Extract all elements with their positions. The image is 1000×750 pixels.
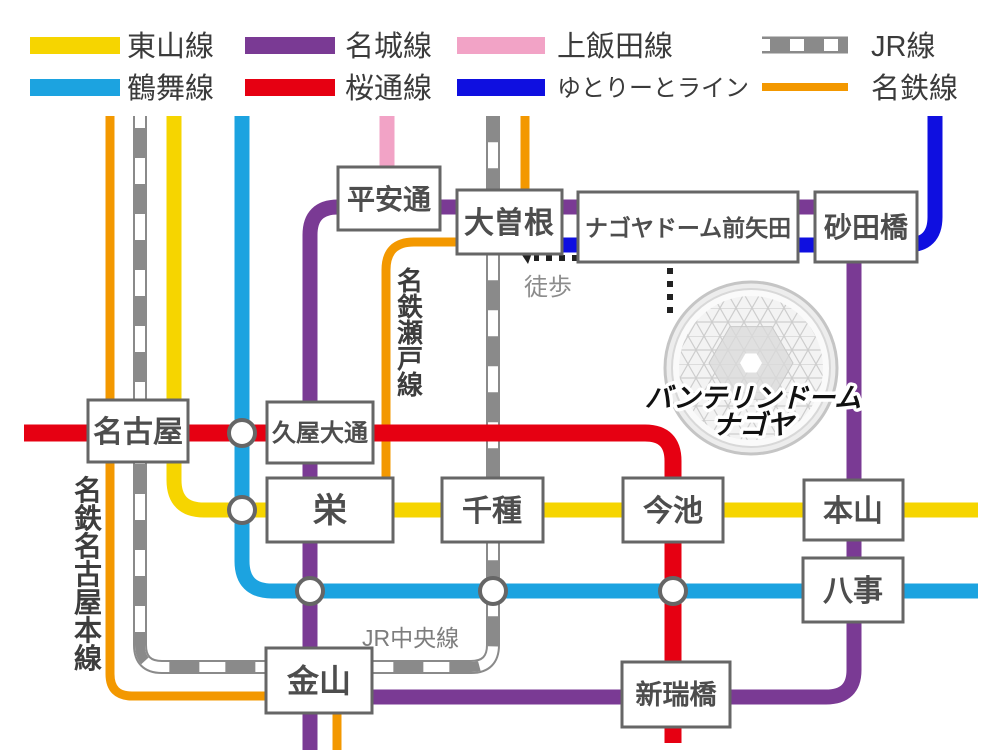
meitetsu-nagoya-honsen-label: 名鉄名古屋本線	[74, 475, 102, 674]
station-box	[455, 188, 564, 256]
station-motoyama: 本山	[802, 478, 905, 542]
station-label: 今池	[643, 494, 703, 528]
station-label: 金山	[286, 663, 351, 699]
legend-swatch-sakuradori	[245, 79, 335, 96]
tsurumai-line-path	[234, 116, 978, 599]
dome-hexagon-center	[740, 353, 762, 373]
dome-label-line1: バンテリンドーム	[645, 383, 862, 413]
transfer-circle-tsurumai	[478, 576, 508, 606]
transfer-circle-gokiso	[658, 576, 688, 606]
legend-swatch-tsurumai	[30, 79, 120, 96]
station-label: 名古屋	[93, 416, 183, 449]
station-label: 新瑞橋	[636, 679, 718, 710]
higashiyama-line-path	[166, 116, 978, 518]
legend-label-kamiiida: 上飯田線	[557, 30, 673, 63]
station-nagoya: 名古屋	[86, 398, 190, 464]
station-hisaya-odori: 久屋大通	[265, 400, 375, 465]
legend-swatch-yutorito	[457, 79, 545, 96]
station-imaike: 今池	[621, 476, 725, 544]
legend-label-sakuradori: 桜通線	[345, 72, 432, 105]
station-box	[264, 646, 374, 715]
station-label: 平安通	[347, 184, 431, 215]
transfer-circle-fushimi	[227, 495, 257, 525]
legend-swatch-higashiyama	[30, 37, 120, 54]
station-label: 栄	[313, 492, 347, 530]
legend-swatch-kamiiida	[457, 37, 545, 54]
legend-label-yutorito: ゆとりーとライン	[557, 75, 749, 102]
station-label: 八事	[823, 575, 883, 608]
legend-label-jr: JR線	[871, 30, 935, 63]
legend-label-meitetsu: 名鉄線	[871, 72, 958, 105]
station-kanayama: 金山	[264, 646, 374, 715]
legend-label-higashiyama: 東山線	[127, 30, 214, 63]
meitetsu-seto-line-label: 名鉄瀬戸線	[397, 266, 423, 400]
station-yagoto: 八事	[801, 556, 905, 624]
sakuradori-line-path	[24, 424, 682, 743]
station-label: 大曽根	[464, 206, 554, 240]
station-box	[801, 556, 905, 624]
station-aratamabashi: 新瑞橋	[620, 660, 732, 729]
station-box	[86, 398, 190, 464]
station-nagoya-dome-mae-yada: ナゴヤドーム前矢田	[576, 190, 800, 264]
legend-swatch-meijo	[245, 37, 335, 54]
station-ozone: 大曽根	[455, 188, 564, 256]
transfer-circles	[227, 418, 688, 606]
dome-label-line2: ナゴヤ	[713, 410, 797, 440]
station-box	[621, 476, 725, 544]
vantelin-dome	[663, 280, 839, 456]
station-sunadabashi: 砂田橋	[813, 190, 919, 264]
station-box	[336, 165, 442, 232]
legend-label-tsurumai: 鶴舞線	[127, 72, 214, 105]
dome-label: バンテリンドーム ナゴヤ	[641, 380, 865, 444]
transfer-circle-kamimaezu	[295, 576, 325, 606]
station-heiandori: 平安通	[336, 165, 442, 232]
station-label: 千種	[462, 495, 522, 528]
walk-label: 徒歩	[524, 274, 572, 301]
station-label: 砂田橋	[824, 212, 909, 243]
station-label: ナゴヤドーム前矢田	[585, 215, 791, 241]
station-sakae: 栄	[265, 476, 395, 544]
station-box	[265, 400, 375, 465]
station-box	[620, 660, 732, 729]
station-box	[440, 476, 545, 544]
legend-label-meijo: 名城線	[345, 30, 432, 63]
stations: 平安通 大曽根 ナゴヤドーム前矢田 砂田橋 名古屋 久屋大通 栄 千種	[86, 165, 919, 729]
transfer-circle-marunouchi	[227, 418, 257, 448]
meitetsu-seto-line-path	[381, 237, 462, 479]
station-label: 本山	[823, 495, 883, 528]
station-label: 久屋大通	[272, 420, 368, 447]
station-box	[265, 476, 395, 544]
legend: 東山線 名城線 上飯田線 JR線 鶴舞線 桜通線 ゆとりーとライン 名鉄線	[30, 30, 958, 105]
jr-chuo-line-label: JR中央線	[362, 625, 459, 651]
station-chikusa: 千種	[440, 476, 545, 544]
station-box	[576, 190, 800, 264]
legend-swatch-meitetsu	[762, 83, 848, 91]
station-box	[813, 190, 919, 264]
station-box	[802, 478, 905, 542]
